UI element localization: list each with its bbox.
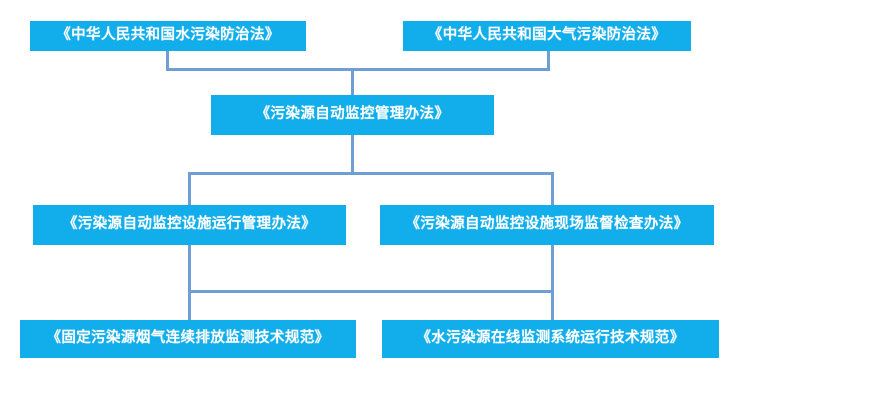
connector-air-law-down [547,51,550,71]
node-auto-monitoring-admin-measures[interactable]: 《污染源自动监控管理办法》 [211,95,494,135]
node-water-pollution-law[interactable]: 《中华人民共和国水污染防治法》 [30,21,306,51]
node-air-pollution-law[interactable]: 《中华人民共和国大气污染防治法》 [403,21,691,51]
connector-into-facility-op [188,172,191,207]
connector-auto-admin-down [351,135,354,175]
connector-into-auto-admin [351,68,354,97]
connector-into-water-online [551,290,554,322]
connector-facility-insp-down [551,245,554,293]
node-facility-operation-measures[interactable]: 《污染源自动监控设施运行管理办法》 [33,205,346,245]
connector-water-law-down [166,51,169,71]
connector-tier3-bus [188,172,554,175]
connector-tier4-bus [188,290,554,293]
node-facility-onsite-inspection-measures[interactable]: 《污染源自动监控设施现场监督检查办法》 [380,205,714,245]
connector-into-cems-spec [188,290,191,322]
node-stationary-source-cems-spec[interactable]: 《固定污染源烟气连续排放监测技术规范》 [20,320,356,358]
connector-into-facility-insp [551,172,554,207]
node-water-online-monitoring-spec[interactable]: 《水污染源在线监测系统运行技术规范》 [382,320,719,358]
connector-tier1-bus [166,68,550,71]
connector-facility-op-down [188,245,191,293]
